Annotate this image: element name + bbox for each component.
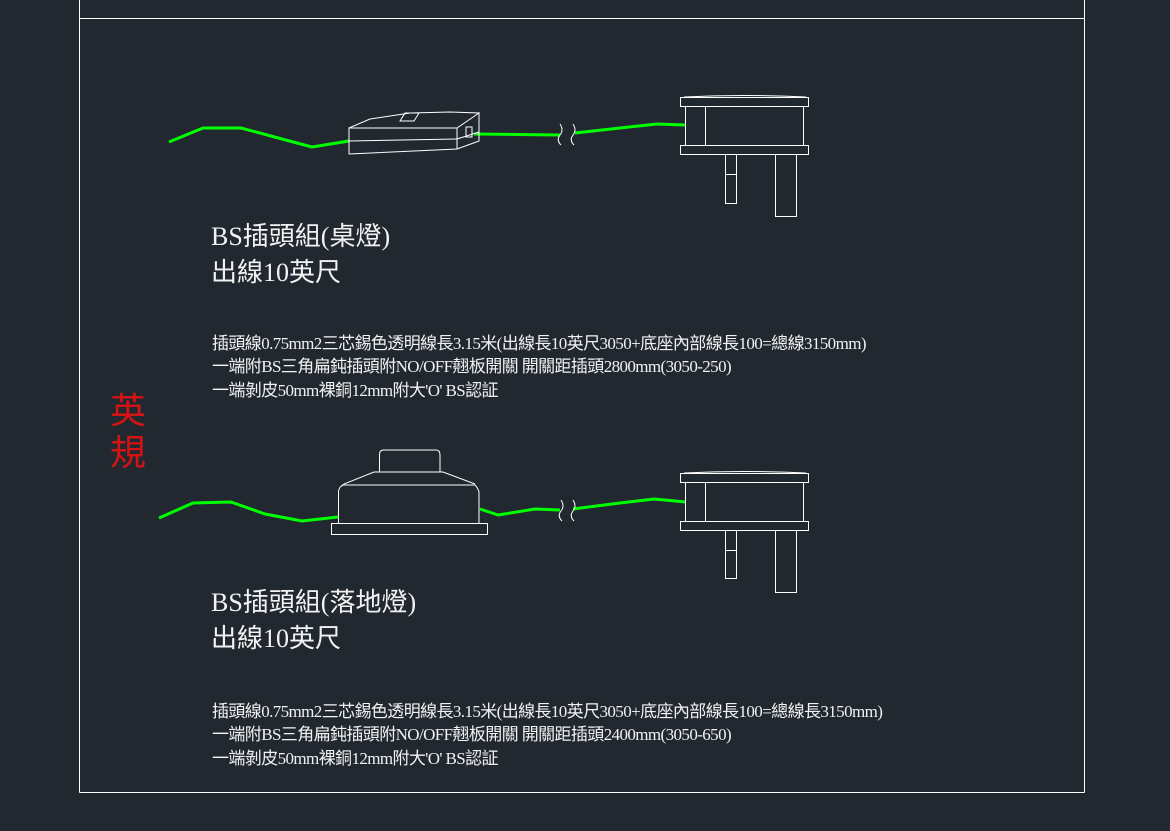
assembly-subtitle: 出線10英尺 — [211, 258, 342, 287]
cable-break-symbol — [558, 499, 576, 522]
assembly-title: BS插頭組(落地燈) — [211, 588, 417, 617]
assembly-title: BS插頭組(桌燈) — [211, 222, 391, 251]
bs-plug — [680, 95, 809, 217]
spec-line: 插頭線0.75mm2三芯錫色透明線長3.15米(出線長10英尺3050+底座內部… — [212, 702, 883, 721]
inline-rocker-switch — [348, 111, 481, 155]
side-label-char: 英 — [110, 391, 147, 431]
bs-plug — [680, 471, 809, 593]
side-label-char: 規 — [110, 433, 147, 473]
foot-switch — [331, 449, 488, 535]
spec-line: 一端附BS三角扁鈍插頭附NO/OFF翹板開關 開關距插頭2400mm(3050-… — [212, 725, 732, 744]
cable-break-symbol — [557, 123, 576, 146]
wire-floor-lamp — [158, 497, 687, 523]
spec-line: 一端剝皮50mm裸銅12mm附大'O' BS認証 — [212, 381, 499, 400]
wire-table-lamp — [168, 122, 686, 149]
spec-line: 一端剝皮50mm裸銅12mm附大'O' BS認証 — [212, 749, 499, 768]
spec-line: 一端附BS三角扁鈍插頭附NO/OFF翹板開關 開關距插頭2800mm(3050-… — [212, 357, 732, 376]
drawing-frame — [79, 0, 1085, 793]
assembly-subtitle: 出線10英尺 — [211, 624, 342, 653]
spec-line: 插頭線0.75mm2三芯錫色透明線長3.15米(出線長10英尺3050+底座內部… — [212, 334, 866, 353]
